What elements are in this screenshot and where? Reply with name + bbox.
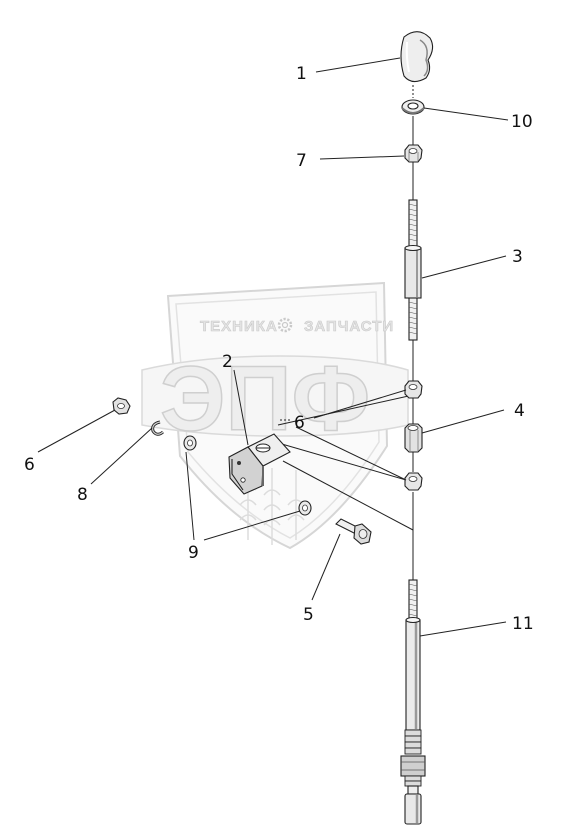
callout-3: 3 [512, 247, 523, 267]
nut-axis-lower [404, 472, 423, 491]
callout-4: 4 [514, 401, 525, 421]
watermark: ТЕХНИКА ЗАПЧАСТИ ЭПФ [141, 281, 409, 550]
callout-7: 7 [296, 151, 307, 171]
callout-5: 5 [303, 605, 314, 625]
watermark-logo-letters: ЭПФ [160, 348, 370, 450]
knob [400, 31, 434, 83]
bracket [228, 433, 291, 495]
washer-left [183, 435, 197, 451]
callouts: 1 10 7 3 2 6 4 6 8 9 5 11 [24, 64, 534, 634]
nut-axis-upper [404, 380, 423, 399]
bolt [335, 518, 372, 545]
coupling-nut [404, 423, 423, 453]
lock-washer [401, 99, 425, 115]
nut-left [112, 397, 131, 415]
callout-6-center: 6 [294, 413, 305, 433]
callout-9: 9 [188, 543, 199, 563]
assembly-axis [267, 85, 414, 580]
callout-2: 2 [222, 352, 233, 372]
watermark-text-right: ЗАПЧАСТИ [304, 318, 394, 335]
watermark-shield-inner [175, 291, 380, 539]
washer-right [298, 500, 312, 516]
cable [400, 579, 426, 825]
callout-11: 11 [512, 614, 534, 634]
rod [404, 199, 422, 341]
callout-1: 1 [296, 64, 307, 84]
callout-6-left: 6 [24, 455, 35, 475]
gear-icon [277, 317, 293, 333]
spring-washer [151, 420, 164, 436]
callout-8: 8 [77, 485, 88, 505]
callout-10: 10 [511, 112, 533, 132]
watermark-text-left: ТЕХНИКА [200, 318, 278, 335]
nut-top [404, 144, 423, 163]
leader-lines [37, 57, 509, 637]
